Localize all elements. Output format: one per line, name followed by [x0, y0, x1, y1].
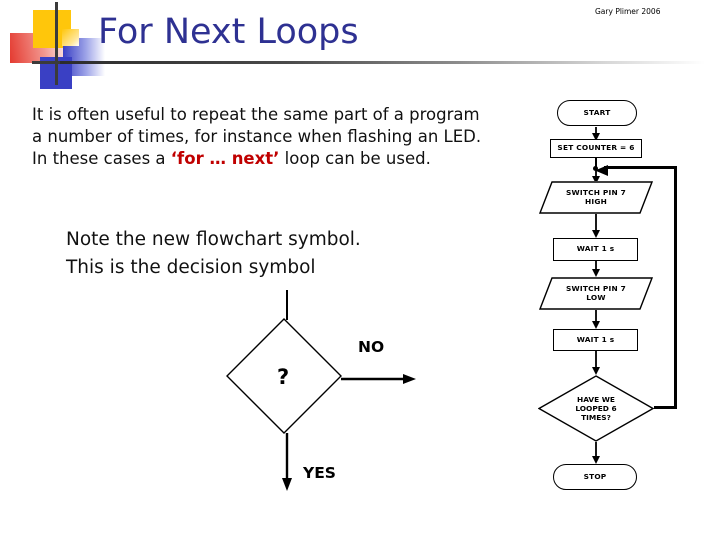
decision-demo-no-label: NO [358, 338, 385, 356]
logo-yellow-small-square [62, 29, 79, 46]
flow-node-pin7-high-label: SWITCH PIN 7 HIGH [566, 187, 626, 206]
decision-demo-yes-arrow [280, 433, 294, 491]
flow-arrow-pin7low-to-wait2 [590, 310, 602, 333]
flow-arrow-start-to-setcounter [590, 126, 602, 145]
body-line-3-pre: In these cases a [32, 149, 171, 168]
flow-node-wait-1: WAIT 1 s [553, 238, 638, 261]
flow-node-stop: STOP [553, 464, 637, 490]
page-title: For Next Loops [98, 12, 359, 52]
decision-demo-question-mark: ? [277, 365, 290, 389]
decision-demo-inbound-line [286, 290, 288, 320]
flow-arrow-wait2-to-decision [590, 351, 602, 379]
flow-line-setcounter-to-junction [595, 158, 597, 169]
flow-arrow-junction-to-pin7high [590, 169, 602, 188]
flow-node-start: START [557, 100, 637, 126]
author-credit: Gary Plimer 2006 [595, 7, 661, 16]
flow-node-looped-decision-label: HAVE WE LOOPED 6 TIMES? [575, 395, 617, 422]
decision-demo-yes-label: YES [303, 464, 336, 482]
flow-junction-dot [593, 165, 598, 171]
body-paragraph: It is often useful to repeat the same pa… [32, 104, 532, 170]
note-paragraph: Note the new flowchart symbol. This is t… [66, 229, 361, 278]
flow-node-pin7-low-label: SWITCH PIN 7 LOW [566, 283, 626, 302]
decision-demo-no-arrow [341, 371, 416, 385]
flow-arrow-wait1-to-pin7low [590, 261, 602, 281]
decision-demo-diamond [226, 318, 342, 434]
flow-node-set-counter: SET COUNTER = 6 [550, 139, 642, 158]
body-line-2: a number of times, for instance when fla… [32, 127, 482, 146]
flow-node-pin7-low: SWITCH PIN 7 LOW [539, 277, 653, 310]
logo-horizontal-rule [32, 61, 84, 64]
keyword-for-next: ‘for … next’ [170, 149, 280, 168]
flow-arrow-pin7high-to-wait1 [590, 214, 602, 242]
flow-node-wait-2: WAIT 1 s [553, 329, 638, 351]
flow-node-pin7-high: SWITCH PIN 7 HIGH [539, 181, 653, 214]
body-line-3-post: loop can be used. [279, 149, 431, 168]
flow-arrow-decision-to-stop [590, 442, 602, 468]
body-line-1: It is often useful to repeat the same pa… [32, 105, 480, 124]
logo-vertical-rule [55, 2, 58, 85]
flow-node-looped-decision: HAVE WE LOOPED 6 TIMES? [537, 375, 655, 442]
title-divider [60, 61, 705, 64]
